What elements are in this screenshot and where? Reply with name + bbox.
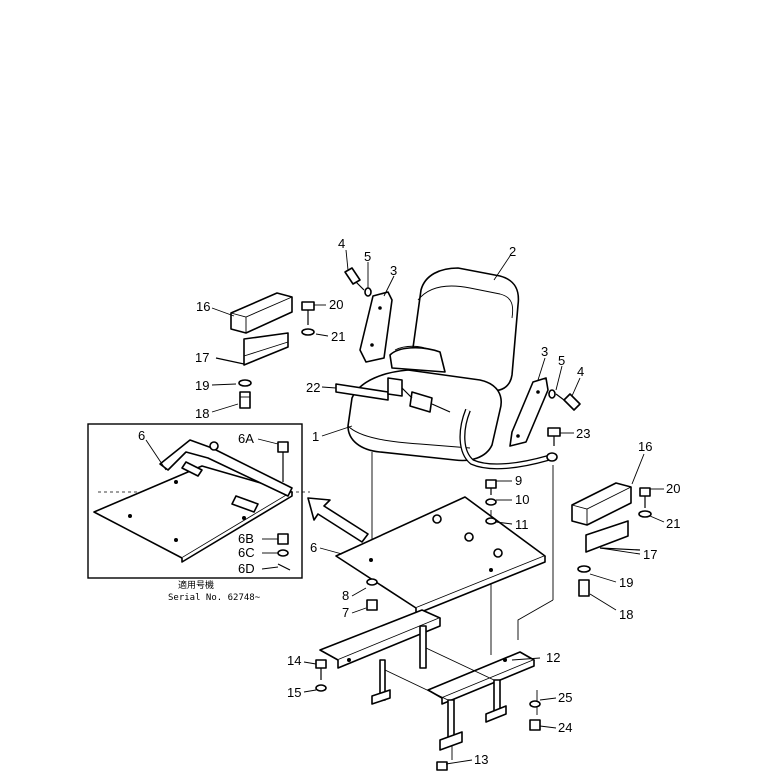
callout-22: 22 — [306, 380, 320, 395]
callout-1: 1 — [312, 429, 319, 444]
inset-caption: 適用号機 Serial No. 62748~ — [168, 579, 261, 603]
callout-16-right: 16 — [638, 439, 652, 454]
callout-6-main: 6 — [310, 540, 317, 555]
callout-16-left: 16 — [196, 299, 210, 314]
callout-2: 2 — [509, 244, 516, 259]
callout-20-left: 20 — [329, 297, 343, 312]
callout-4-left: 4 — [338, 236, 345, 251]
callout-8: 8 — [342, 588, 349, 603]
callout-3-right: 3 — [541, 344, 548, 359]
callout-25: 25 — [558, 690, 572, 705]
callout-5-right: 5 — [558, 353, 565, 368]
callout-9: 9 — [515, 473, 522, 488]
callout-20-right: 20 — [666, 481, 680, 496]
frame-nut-right — [436, 700, 541, 771]
callout-14: 14 — [287, 653, 301, 668]
leader-lines — [145, 249, 665, 765]
callout-5-left: 5 — [364, 249, 371, 264]
callout-12: 12 — [546, 650, 560, 665]
inset-detail — [87, 423, 310, 579]
left-armrest-group — [215, 292, 315, 409]
callout-11: 11 — [515, 517, 529, 532]
callout-labels: 1 2 3 3 4 4 5 5 6 6 6A 6B 6C 6D 7 8 9 10… — [138, 236, 680, 767]
callout-18-right: 18 — [619, 607, 633, 622]
callout-19-right: 19 — [619, 575, 633, 590]
callout-6D: 6D — [238, 561, 255, 576]
callout-23: 23 — [576, 426, 590, 441]
right-armrest-group — [571, 482, 652, 597]
callout-21-right: 21 — [666, 516, 680, 531]
callout-15: 15 — [287, 685, 301, 700]
frame-bolt-left — [315, 659, 327, 692]
inset-pointer-arrow — [307, 497, 369, 543]
callout-24: 24 — [558, 720, 572, 735]
base-frame — [319, 609, 535, 751]
callout-21-left: 21 — [331, 329, 345, 344]
callout-6-inset: 6 — [138, 428, 145, 443]
seat-belt — [335, 377, 451, 413]
inset-caption-applicable: 適用号機 — [178, 579, 214, 591]
callout-19-left: 19 — [195, 378, 209, 393]
callout-17-right: 17 — [643, 547, 657, 562]
callout-10: 10 — [515, 492, 529, 507]
callout-6A: 6A — [238, 431, 254, 446]
mounting-plate — [335, 496, 546, 615]
callout-6B: 6B — [238, 531, 254, 546]
callout-4-right: 4 — [577, 364, 584, 379]
plate-hardware — [366, 479, 497, 611]
callout-3-left: 3 — [390, 263, 397, 278]
callout-7: 7 — [342, 605, 349, 620]
callout-13: 13 — [474, 752, 488, 767]
seat-cable — [459, 408, 561, 470]
callout-6C: 6C — [238, 545, 255, 560]
callout-18-left: 18 — [195, 406, 209, 421]
inset-caption-serial: Serial No. 62748~ — [168, 593, 261, 603]
callout-17-left: 17 — [195, 350, 209, 365]
